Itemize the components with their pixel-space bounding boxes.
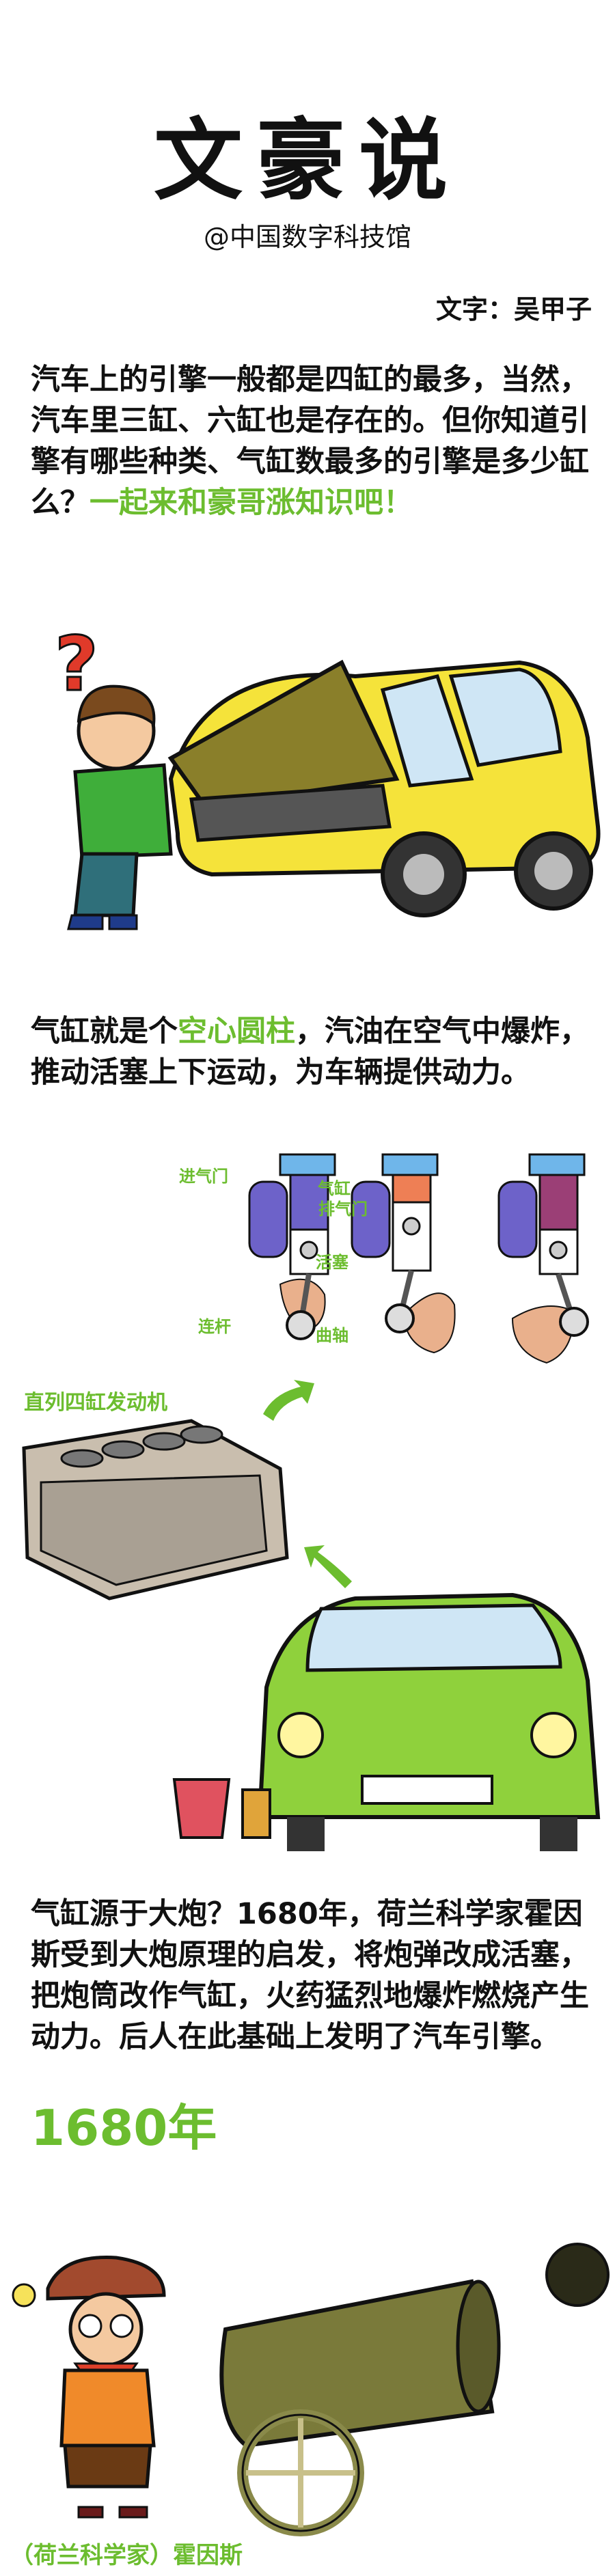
cannon [219,2279,501,2536]
label-piston: 活塞 [316,1253,348,1272]
scientist-cannon-illustration [12,2243,610,2536]
cannonball-icon [545,2243,610,2307]
intro-text: 汽车上的引擎一般都是四缸的最多，当然，汽车里三缸、六缸也是存在的。但你知道引擎有… [31,363,589,520]
engine-label: 直列四缸发动机 [24,1391,167,1415]
oil-can-icon [241,1788,271,1839]
lightbulb-icon [12,2283,36,2308]
author-credit: 文字：吴甲子 [435,294,592,324]
scientist-caption: （荷兰科学家）霍因斯 [10,2542,243,2569]
page-title: 文豪说 [153,109,461,212]
publisher-credit: @中国数字科技馆 [203,222,411,252]
label-connecting-rod: 连杆 [198,1317,231,1336]
label-cylinder: 气缸 [318,1179,351,1198]
scientist-character [46,2256,166,2519]
arrow-icon [263,1380,314,1421]
piston-stage-3 [497,1153,589,1364]
cylinder-highlight: 空心圆柱 [178,1014,295,1049]
intro-highlight: 一起来和豪哥涨知识吧！ [90,486,413,520]
cylinder-text-before: 气缸就是个 [31,1014,178,1049]
green-car [257,1592,601,1851]
intro-paragraph: 汽车上的引擎一般都是四缸的最多，当然，汽车里三缸、六缸也是存在的。但你知道引擎有… [31,359,598,523]
piston-cycle-diagram [248,1153,589,1364]
year-heading: 1680年 [31,2099,217,2157]
label-exhaust-valve: 排气门 [318,1200,368,1219]
label-crankshaft: 曲轴 [316,1326,348,1345]
cylinder-paragraph: 气缸就是个空心圆柱，汽油在空气中爆炸，推动活塞上下运动，为车辆提供动力。 [31,1011,598,1093]
boy-yellow-car-illustration: ? [54,620,601,930]
history-paragraph: 气缸源于大炮？1680年，荷兰科学家霍因斯受到大炮原理的启发，将炮弹改成活塞，把… [31,1897,589,2054]
arrow-icon [304,1545,352,1588]
engine-block-illustration [22,1380,601,1851]
label-intake-valve: 进气门 [179,1167,228,1186]
piston-stage-1 [248,1153,336,1340]
bucket-icon [172,1778,231,1839]
piston-stage-2 [351,1153,456,1354]
cylinder-text-after: ，汽油在空气中爆炸，推动活塞上下运动，为车辆提供动力。 [31,1014,589,1090]
